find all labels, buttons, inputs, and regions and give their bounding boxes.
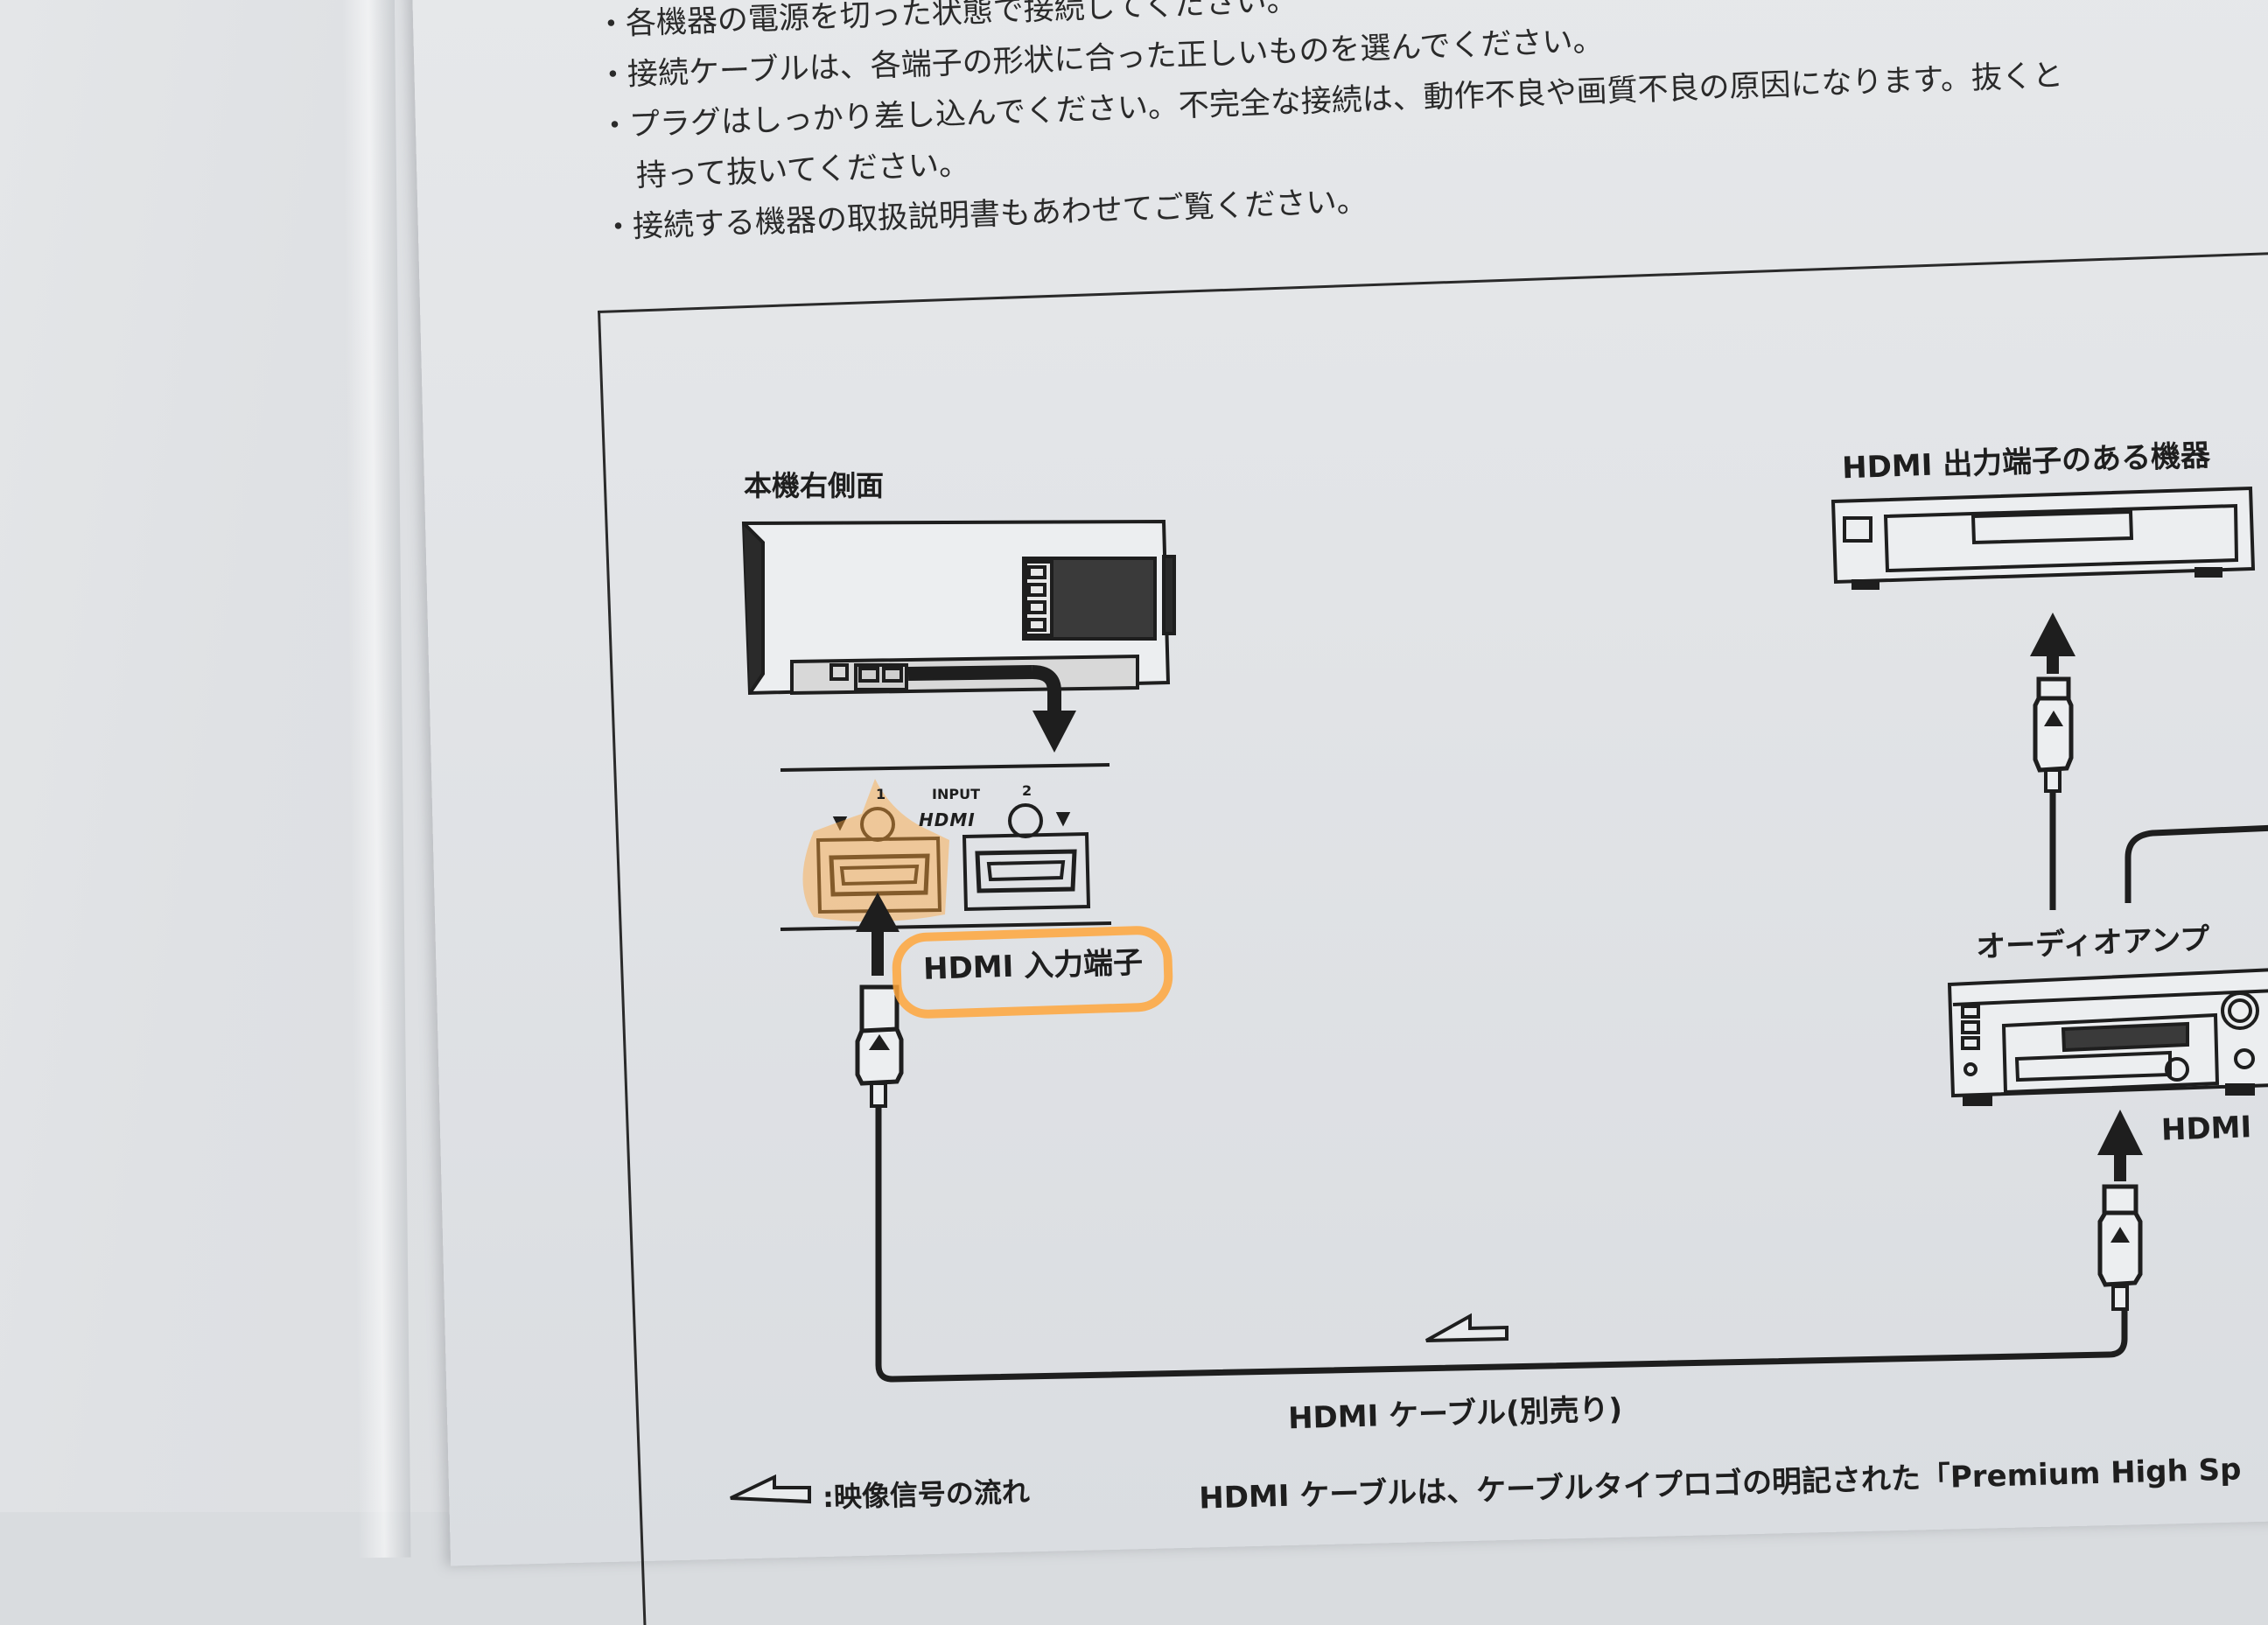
legend-arrow (730, 1474, 811, 1504)
port2-number: 2 (1022, 782, 1032, 799)
hdmi-cable-to-source (2030, 613, 2076, 910)
port1-highlight (802, 779, 949, 922)
hdmi-cable-main (855, 893, 2128, 1383)
projector-side-label: 本機右側面 (744, 469, 885, 502)
audio-amp-label: オーディオアンプ (1975, 921, 2210, 965)
legend-text: :映像信号の流れ (822, 1474, 1031, 1515)
audio-amplifier-icon (1947, 968, 2268, 1106)
input-label: INPUT (932, 786, 980, 802)
hdmi-source-device-icon (1830, 486, 2256, 590)
amp-hdmi-label: HDMI (2160, 1110, 2252, 1148)
signal-flow-arrow (1425, 1313, 1508, 1342)
hdmi-input-label: HDMI 入力端子 (922, 945, 1144, 987)
port1-number: 1 (876, 786, 886, 802)
hdmi-cable-side (2124, 824, 2268, 903)
projector-icon (741, 519, 1176, 753)
hdmi-logo: HDMI (919, 809, 976, 830)
connection-diagram (730, 486, 2268, 1504)
hdmi-cable-to-amp (2097, 1110, 2143, 1311)
hdmi-port-panel (780, 763, 1112, 931)
